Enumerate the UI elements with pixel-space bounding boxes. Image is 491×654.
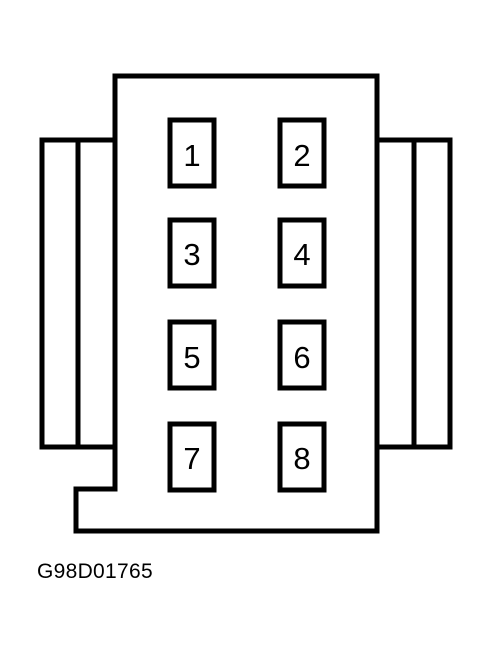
pin-cavity-5 (167, 319, 217, 391)
pin-label-5: 5 (183, 340, 200, 375)
pin-cavity-2 (277, 117, 327, 189)
pin-label-2: 2 (293, 138, 310, 173)
pin-label-6: 6 (293, 340, 310, 375)
pin-label-7: 7 (183, 441, 200, 476)
pin-cavity-6 (277, 319, 327, 391)
pin-label-1: 1 (183, 138, 200, 173)
pin-cavity-3 (167, 217, 217, 289)
figure-id: G98D01765 (37, 560, 153, 583)
pin-cavity-1 (167, 117, 217, 189)
pin-label-8: 8 (293, 441, 310, 476)
connector-housing (73, 73, 380, 534)
pin-label-3: 3 (183, 237, 200, 272)
pin-cavity-8 (277, 421, 327, 493)
pin-cavity-7 (167, 421, 217, 493)
pin-cavity-4 (277, 217, 327, 289)
pin-label-4: 4 (293, 237, 310, 272)
